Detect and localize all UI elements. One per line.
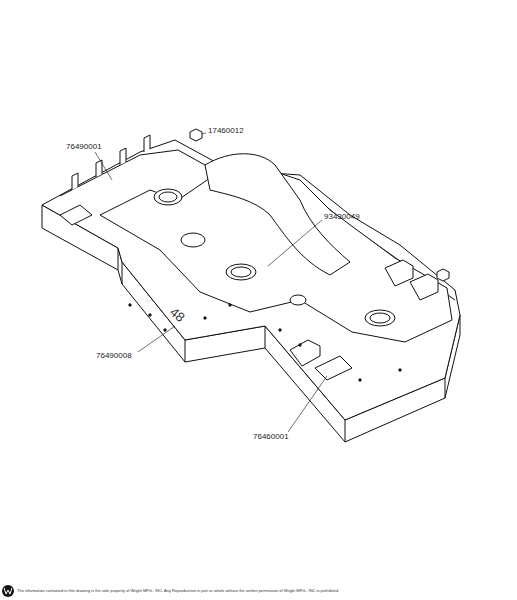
callout-number: 76490001 xyxy=(66,143,102,151)
callout-number: 93430049 xyxy=(324,213,360,221)
callout-number: 17460012 xyxy=(208,127,244,135)
leader-line xyxy=(202,133,206,134)
leader-line xyxy=(95,152,112,180)
nut-17460012 xyxy=(190,129,202,141)
leader-line xyxy=(138,326,175,352)
leader-line xyxy=(268,220,322,266)
callout-number: 76490008 xyxy=(96,352,132,360)
leader-line xyxy=(288,376,327,432)
logo xyxy=(2,585,14,597)
deck-top xyxy=(42,140,460,420)
copyright-notice: The information contained in this drawin… xyxy=(17,589,338,593)
callout-number: 76460001 xyxy=(253,433,289,441)
